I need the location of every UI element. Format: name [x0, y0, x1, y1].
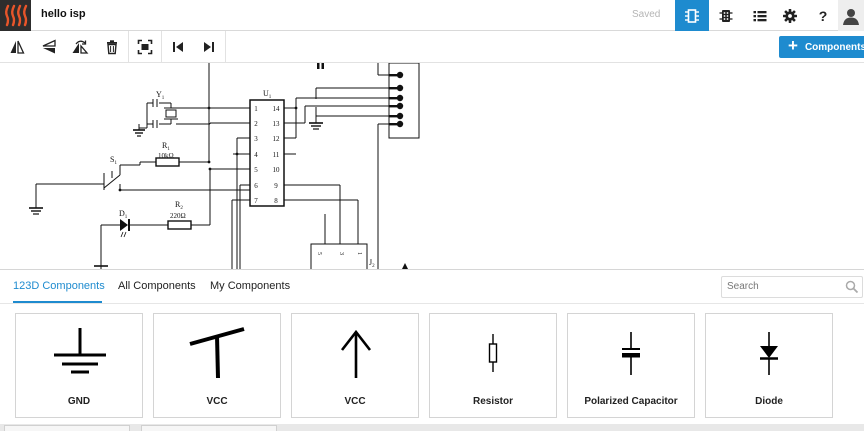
flip-horizontal-button[interactable]	[1, 31, 33, 62]
pin-label: 9	[274, 182, 278, 190]
fit-to-screen-button[interactable]	[129, 31, 161, 62]
card-label: Diode	[755, 396, 783, 407]
edit-toolbar	[0, 31, 864, 63]
pin-label: 3	[254, 135, 258, 143]
pin-label: 6	[254, 182, 258, 190]
search-placeholder: Search	[727, 281, 759, 292]
search-icon	[845, 280, 859, 294]
fit-screen-icon	[137, 39, 153, 54]
vcc-arrow-icon	[340, 329, 372, 378]
pin-label: 11	[273, 151, 280, 159]
header-pin-label: 1	[356, 252, 362, 255]
label-j2: J2	[369, 258, 375, 269]
user-menu-button[interactable]	[838, 0, 864, 31]
flip-horizontal-icon	[10, 40, 25, 54]
pin-label: 12	[273, 135, 281, 143]
component-card-vcc-arrow[interactable]: VCC	[291, 313, 419, 418]
pin-label: 10	[273, 166, 281, 174]
component-tabs: 123D Components All Components My Compon…	[0, 270, 864, 304]
tab-all-components[interactable]: All Components	[118, 280, 196, 292]
last-button[interactable]	[193, 31, 225, 62]
plus-icon: +	[788, 36, 798, 55]
delete-button[interactable]	[96, 31, 128, 62]
bottom-tab[interactable]	[141, 425, 277, 431]
bottom-tab[interactable]	[4, 425, 130, 431]
breadboard-icon	[719, 9, 733, 22]
label-u1: U1	[263, 89, 272, 100]
schematic-view-button[interactable]	[675, 0, 709, 31]
tab-123d-components[interactable]: 123D Components	[13, 280, 105, 292]
card-label: VCC	[206, 396, 228, 407]
label-r2: R2	[175, 200, 183, 211]
active-tab-indicator	[13, 301, 102, 303]
component-card-polarized-capacitor[interactable]: Polarized Capacitor	[567, 313, 695, 418]
card-label: Resistor	[472, 396, 513, 407]
schematic-drawing: Y1 U1 R1 10kΩ S1 R2 220Ω D1 J2 1 2 3 4 5…	[29, 63, 420, 269]
skip-forward-icon	[204, 41, 214, 52]
pin-label: 14	[273, 105, 281, 113]
add-components-button[interactable]: + Components	[779, 36, 864, 58]
settings-button[interactable]	[773, 0, 807, 31]
vcc-bar-icon	[189, 327, 245, 379]
pin-label: 4	[254, 151, 258, 159]
label-r1-value: 10kΩ	[158, 152, 174, 160]
avatar-icon	[843, 8, 859, 25]
component-card-resistor[interactable]: Resistor	[429, 313, 557, 418]
pin-label: 1	[254, 105, 258, 113]
pin-label: 7	[254, 197, 258, 205]
component-card-vcc-bar[interactable]: VCC	[153, 313, 281, 418]
bottom-scroll-area	[0, 424, 864, 431]
component-search-input[interactable]: Search	[721, 276, 863, 298]
label-s1: S1	[110, 155, 117, 166]
breadboard-view-button[interactable]	[709, 0, 743, 31]
pin-label: 2	[254, 120, 258, 128]
schematic-canvas[interactable]: Y1 U1 R1 10kΩ S1 R2 220Ω D1 J2 1 2 3 4 5…	[0, 63, 864, 269]
pin-label: 5	[254, 166, 258, 174]
add-components-label: Components	[804, 41, 864, 53]
resistor-symbol-icon	[488, 334, 498, 372]
list-view-button[interactable]	[743, 0, 777, 31]
label-r2-value: 220Ω	[170, 212, 186, 220]
label-d1: D1	[119, 209, 128, 220]
trash-icon	[107, 39, 117, 54]
components-panel: 123D Components All Components My Compon…	[0, 269, 864, 431]
first-button[interactable]	[162, 31, 194, 62]
card-label: GND	[67, 396, 91, 407]
top-bar: hello isp Saved	[0, 0, 864, 31]
svg-text:?: ?	[819, 8, 828, 24]
ground-symbol-icon	[54, 328, 106, 374]
rotate-icon	[72, 40, 89, 54]
flip-vertical-button[interactable]	[33, 31, 65, 62]
polarized-capacitor-icon	[622, 332, 640, 375]
header-pin-label: 5	[316, 252, 322, 255]
header-pin-label: 3	[338, 252, 344, 255]
app-logo[interactable]	[0, 0, 31, 31]
tab-my-components[interactable]: My Components	[210, 280, 291, 292]
list-icon	[753, 10, 767, 21]
toolbar-divider	[225, 31, 226, 62]
save-status: Saved	[632, 9, 661, 20]
chip-icon	[685, 8, 699, 23]
document-title[interactable]: hello isp	[41, 8, 86, 20]
label-y1: Y1	[156, 90, 165, 101]
pin-label: 8	[274, 197, 278, 205]
label-r1: R1	[162, 141, 170, 152]
diode-symbol-icon	[760, 332, 778, 375]
component-card-gnd[interactable]: GND	[15, 313, 143, 418]
rotate-button[interactable]	[64, 31, 96, 62]
question-mark-icon: ?	[819, 8, 828, 24]
help-button[interactable]: ?	[806, 0, 840, 31]
gear-icon	[783, 8, 797, 23]
toolbar-divider	[161, 31, 162, 62]
pin-label: 13	[273, 120, 281, 128]
component-card-diode[interactable]: Diode	[705, 313, 833, 418]
skip-back-icon	[173, 41, 183, 52]
card-label: Polarized Capacitor	[584, 396, 678, 407]
flip-vertical-icon	[42, 38, 56, 53]
circuit-logo-icon	[5, 4, 28, 27]
card-label: VCC	[344, 396, 366, 407]
toolbar-divider	[128, 31, 129, 62]
